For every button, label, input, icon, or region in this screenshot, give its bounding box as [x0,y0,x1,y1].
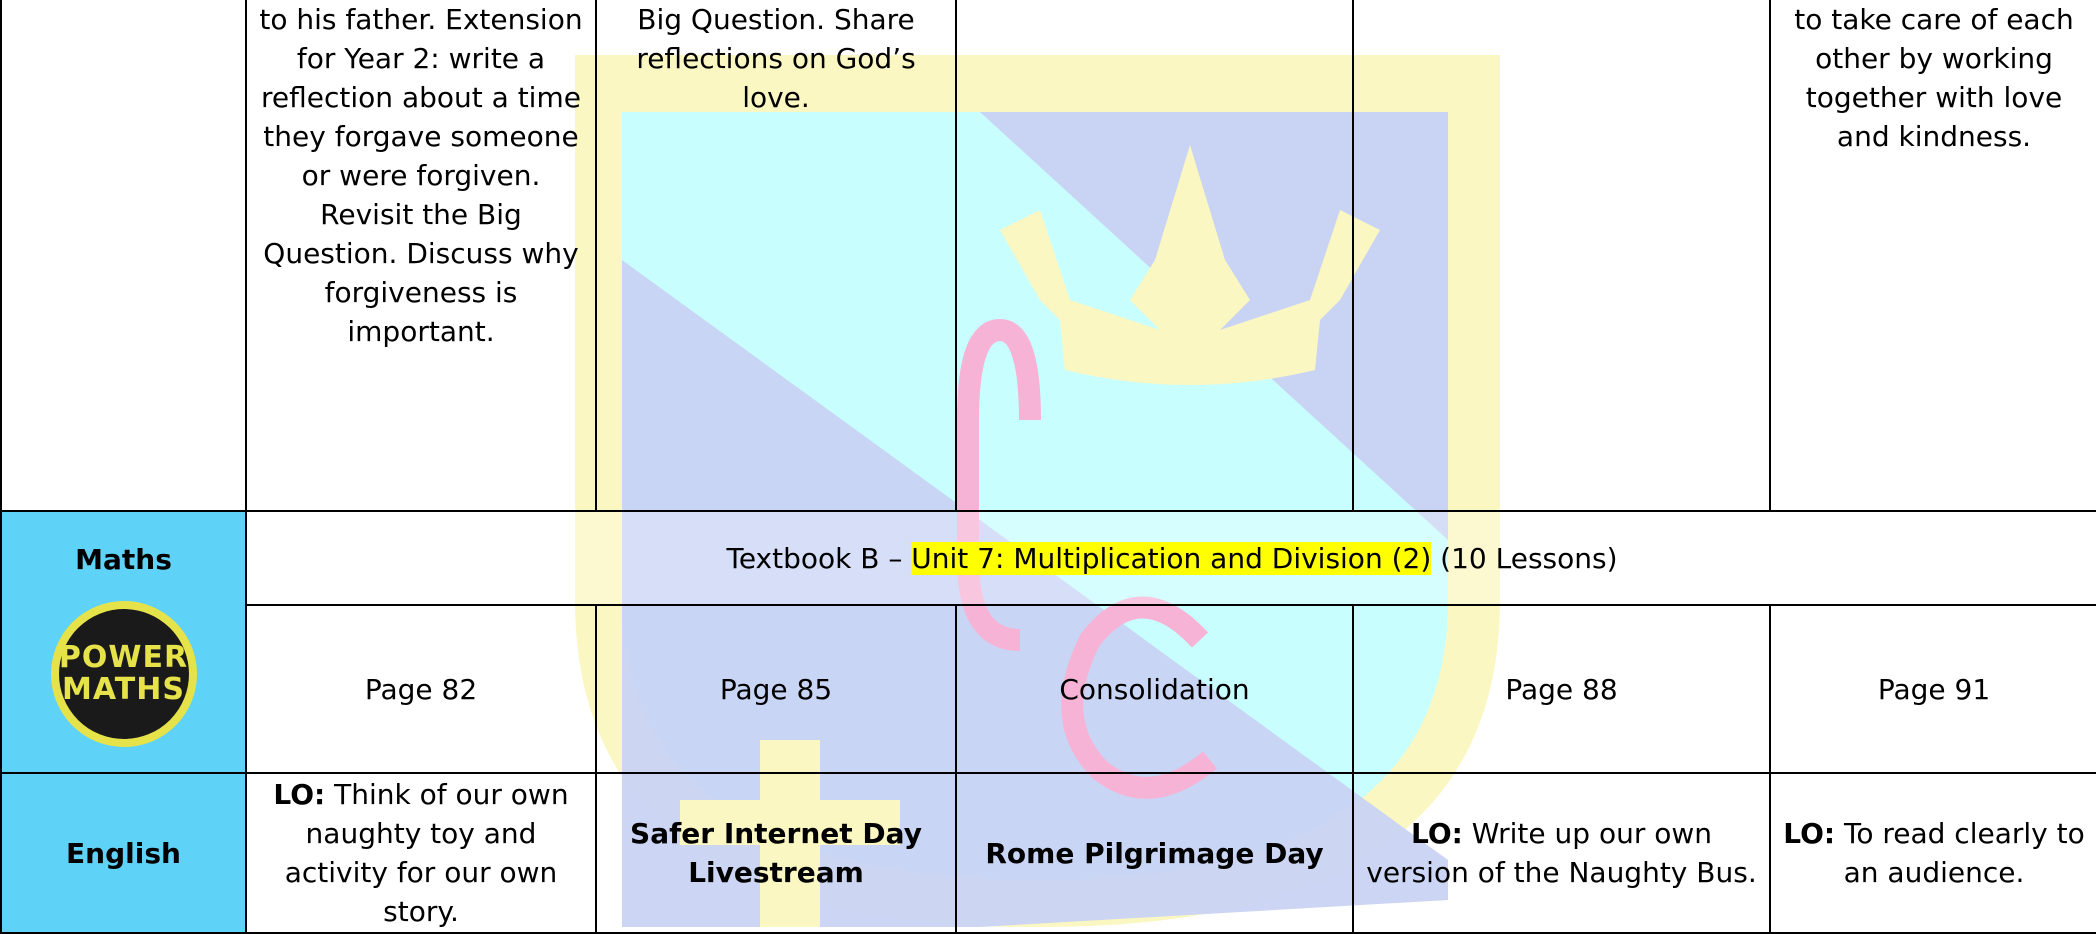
maths-page-4: Page 88 [1352,604,1771,774]
re-cell-5: to take care of each other by working to… [1769,0,2096,512]
maths-unit-cell: Textbook B – Unit 7: Multiplication and … [245,510,2096,606]
english-cell-3: Rome Pilgrimage Day [955,772,1354,934]
re-subject-cell [0,0,247,512]
unit-prefix: Textbook B – [726,541,912,575]
maths-page-5: Page 91 [1769,604,2096,774]
english-cell-2: Safer Internet Day Livestream [595,772,957,934]
re-cell-4 [1352,0,1771,512]
re-cell-1: to his father. Extension for Year 2: wri… [245,0,597,512]
maths-page-3: Consolidation [955,604,1354,774]
english-cell-4: LO: Write up our own version of the Naug… [1352,772,1771,934]
re-row: to his father. Extension for Year 2: wri… [0,0,2096,512]
re-cell-2: Big Question. Share reflections on God’s… [595,0,957,512]
maths-page-2: Page 85 [595,604,957,774]
english-subject-cell: English [0,772,247,934]
re-cell-3 [955,0,1354,512]
maths-page-1: Page 82 [245,604,597,774]
english-row: English LO: Think of our own naughty toy… [0,772,2096,934]
english-cell-5: LO: To read clearly to an audience. [1769,772,2096,934]
unit-title-highlight: Unit 7: Multiplication and Division (2) [911,541,1432,575]
unit-suffix: (10 Lessons) [1431,541,1618,575]
maths-pages-row: Page 82 Page 85 Consolidation Page 88 Pa… [1,604,2096,774]
maths-label: Maths [75,543,172,576]
english-cell-1: LO: Think of our own naughty toy and act… [245,772,597,934]
